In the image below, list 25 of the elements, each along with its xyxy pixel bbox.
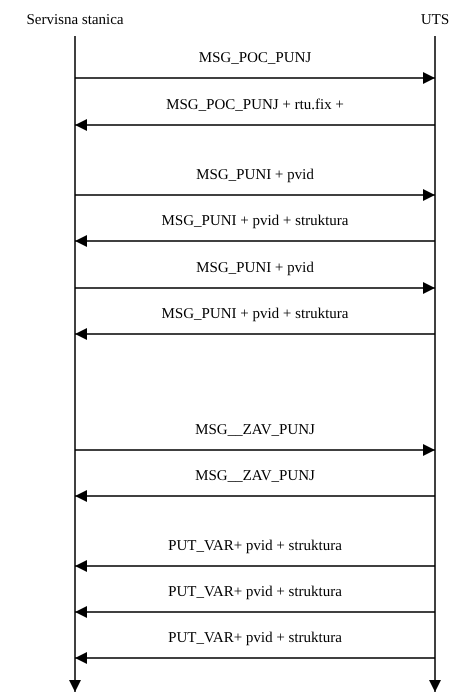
message-arrow: [75, 72, 435, 84]
message-label: MSG_PUNI + pvid + struktura: [162, 306, 348, 323]
message-label: MSG_PUNI + pvid: [196, 260, 314, 277]
message-label: MSG_POC_PUNJ + rtu.fix +: [166, 97, 344, 114]
message-label: MSG_PUNI + pvid: [196, 167, 314, 184]
message-label: PUT_VAR+ pvid + struktura: [168, 584, 342, 601]
lifeline-heading: Servisna stanica: [25, 12, 125, 29]
message-label: PUT_VAR+ pvid + struktura: [168, 538, 342, 555]
message-label: MSG__ZAV_PUNJ: [195, 468, 315, 485]
lifeline: [419, 12, 451, 694]
message-label: PUT_VAR+ pvid + struktura: [168, 630, 342, 647]
message-arrow: [75, 328, 435, 340]
message-arrow: [75, 606, 435, 618]
message-arrow: [75, 444, 435, 456]
message-label: MSG__ZAV_PUNJ: [195, 422, 315, 439]
message-arrow: [75, 560, 435, 572]
lifeline-heading: UTS: [420, 12, 450, 29]
message-arrow: [75, 235, 435, 247]
message-arrow: [75, 189, 435, 201]
message-arrow: [75, 652, 435, 664]
message-arrow: [75, 282, 435, 294]
message-arrow: [75, 490, 435, 502]
message-label: MSG_POC_PUNJ: [198, 50, 312, 67]
message-label: MSG_PUNI + pvid + struktura: [162, 213, 348, 230]
message-arrow: [75, 119, 435, 131]
